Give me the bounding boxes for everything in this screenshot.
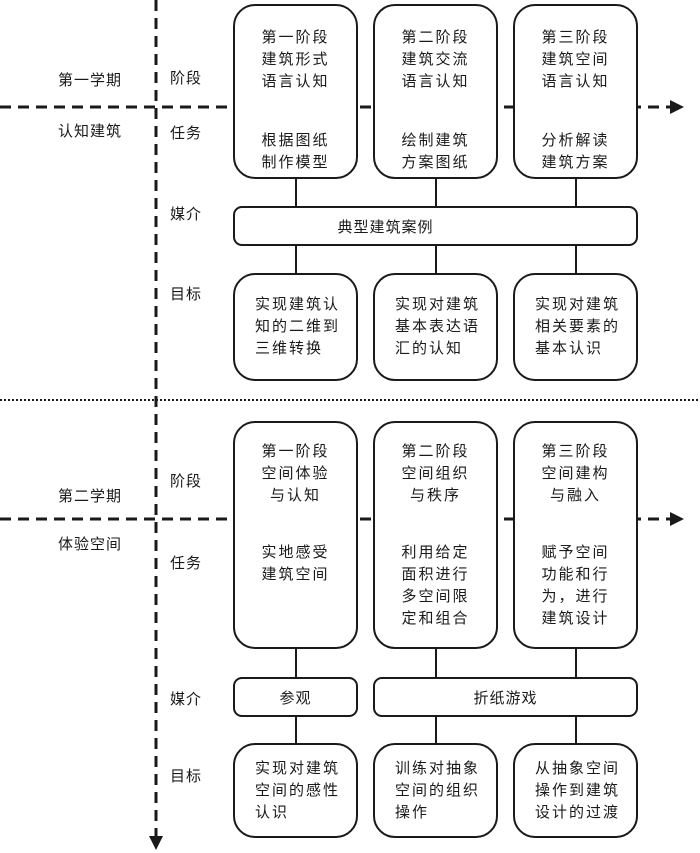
goal-line: 三维转换: [255, 339, 324, 357]
semester-2-theme: 体验空间: [58, 535, 123, 553]
stage-subtitle-line: 空间建构: [541, 464, 610, 482]
task-line: 分析解读: [541, 131, 610, 149]
semester-2-media-bar-origami: 折纸游戏: [373, 677, 638, 717]
goal-line: 实现对建筑: [395, 295, 481, 313]
media-label: 典型建筑案例: [337, 217, 434, 236]
task-line: 利用给定: [401, 543, 470, 561]
goal-line: 操作到建筑: [535, 781, 621, 799]
task-line: 绘制建筑: [401, 131, 470, 149]
semester-1-goal-2-box: 实现对建筑 基本表达语 汇的认知: [373, 273, 498, 381]
stage-subtitle-line: 语言认知: [261, 72, 330, 90]
task-line: 根据图纸: [261, 131, 330, 149]
semester-1-stage-3-box: 第三阶段 建筑空间 语言认知 分析解读 建筑方案: [513, 4, 638, 179]
connector: [295, 716, 297, 743]
task-line: 面积进行: [401, 565, 470, 583]
task-line: 建筑设计: [541, 609, 610, 627]
row-label-media: 媒介: [170, 205, 203, 223]
connector: [575, 245, 577, 273]
goal-line: 设计的过渡: [535, 803, 621, 821]
row-label-task: 任务: [170, 124, 203, 142]
vertical-axis-arrowhead: [149, 836, 163, 850]
task-line: 方案图纸: [401, 153, 470, 171]
stage-subtitle-line: 与融入: [549, 486, 601, 504]
task-line: 定和组合: [401, 609, 470, 627]
goal-line: 从抽象空间: [535, 759, 621, 777]
goal-line: 汇的认知: [395, 339, 464, 357]
stage-title: 第一阶段: [261, 28, 330, 46]
row-label-stage: 阶段: [170, 472, 203, 490]
media-label: 折纸游戏: [473, 688, 538, 707]
goal-line: 操作: [395, 803, 430, 821]
goal-line: 空间的感性: [255, 781, 341, 799]
task-line: 为，进行: [541, 587, 610, 605]
connector: [435, 178, 437, 206]
semester-2-stage-1-box: 第一阶段 空间体验 与认知 实地感受 建筑空间: [233, 421, 358, 649]
task-line: 实地感受: [261, 543, 330, 561]
goal-line: 基本认识: [535, 339, 604, 357]
goal-line: 实现对建筑: [535, 295, 621, 313]
semester-1-theme: 认知建筑: [58, 122, 123, 140]
row-label-media: 媒介: [170, 690, 203, 708]
semester-1-goal-1-box: 实现建筑认 知的二维到 三维转换: [233, 273, 358, 381]
semester-1-goal-3-box: 实现对建筑 相关要素的 基本认识: [513, 273, 638, 381]
semester-1-stage-1-box: 第一阶段 建筑形式 语言认知 根据图纸 制作模型: [233, 4, 358, 179]
semester-2-goal-2-box: 训练对抽象 空间的组织 操作: [373, 743, 498, 838]
task-line: 建筑方案: [541, 153, 610, 171]
task-line: 制作模型: [261, 153, 330, 171]
semester-1-stage-2-box: 第二阶段 建筑交流 语言认知 绘制建筑 方案图纸: [373, 4, 498, 179]
stage-title: 第二阶段: [401, 442, 470, 460]
stage-subtitle-line: 语言认知: [541, 72, 610, 90]
goal-line: 空间的组织: [395, 781, 481, 799]
row-label-goal: 目标: [170, 767, 203, 785]
semester-2-goal-3-box: 从抽象空间 操作到建筑 设计的过渡: [513, 743, 638, 838]
semester-2-stage-2-box: 第二阶段 空间组织 与秩序 利用给定 面积进行 多空间限 定和组合: [373, 421, 498, 649]
stage-subtitle-line: 建筑交流: [401, 50, 470, 68]
row-label-stage: 阶段: [170, 69, 203, 87]
semester-2-goal-1-box: 实现对建筑 空间的感性 认识: [233, 743, 358, 838]
connector: [575, 178, 577, 206]
connector: [575, 716, 577, 743]
connector: [435, 648, 437, 677]
semester2-arrowhead: [670, 512, 684, 526]
task-line: 功能和行: [541, 565, 610, 583]
stage-title: 第三阶段: [541, 442, 610, 460]
task-line: 建筑空间: [261, 565, 330, 583]
connector: [295, 178, 297, 206]
goal-line: 训练对抽象: [395, 759, 481, 777]
stage-title: 第二阶段: [401, 28, 470, 46]
goal-line: 实现对建筑: [255, 759, 341, 777]
stage-subtitle-line: 建筑形式: [261, 50, 330, 68]
task-line: 赋予空间: [541, 543, 610, 561]
connector: [435, 245, 437, 273]
semester-2-stage-3-box: 第三阶段 空间建构 与融入 赋予空间 功能和行 为，进行 建筑设计: [513, 421, 638, 649]
stage-subtitle-line: 空间体验: [261, 464, 330, 482]
task-line: 多空间限: [401, 587, 470, 605]
stage-subtitle-line: 空间组织: [401, 464, 470, 482]
row-label-task: 任务: [170, 554, 203, 572]
semester-2-name: 第二学期: [58, 487, 123, 505]
connector: [435, 716, 437, 743]
stage-title: 第三阶段: [541, 28, 610, 46]
row-label-goal: 目标: [170, 285, 203, 303]
stage-title: 第一阶段: [261, 442, 330, 460]
connector: [295, 648, 297, 677]
media-label: 参观: [279, 688, 312, 707]
goal-line: 认识: [255, 803, 290, 821]
goal-line: 基本表达语: [395, 317, 481, 335]
goal-line: 相关要素的: [535, 317, 621, 335]
semester1-arrowhead: [670, 100, 684, 114]
stage-subtitle-line: 建筑空间: [541, 50, 610, 68]
semester-2-media-bar-visit: 参观: [233, 677, 358, 717]
semester-1-media-bar: 典型建筑案例: [233, 206, 638, 246]
connector: [575, 648, 577, 677]
goal-line: 知的二维到: [255, 317, 341, 335]
semester-1-name: 第一学期: [58, 71, 123, 89]
stage-subtitle-line: 与认知: [269, 486, 321, 504]
stage-subtitle-line: 语言认知: [401, 72, 470, 90]
stage-subtitle-line: 与秩序: [409, 486, 461, 504]
goal-line: 实现建筑认: [255, 295, 341, 313]
connector: [295, 245, 297, 273]
